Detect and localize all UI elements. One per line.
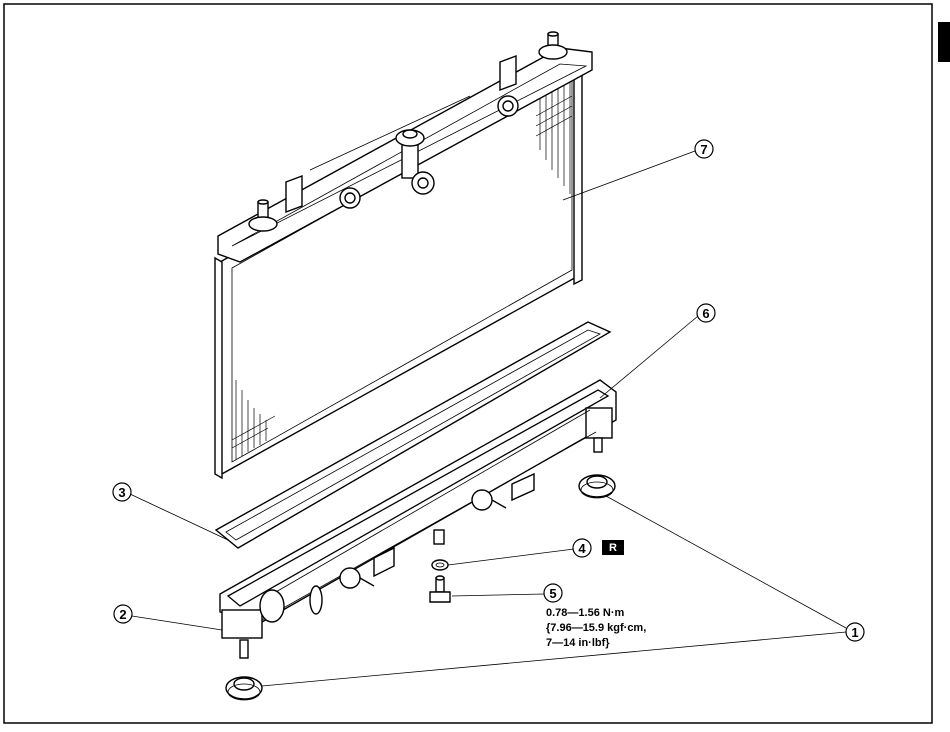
leader-lines <box>129 150 847 687</box>
callout-7: 7 <box>694 139 714 159</box>
callout-4: 4 <box>572 538 592 558</box>
replace-badge: R <box>602 540 624 555</box>
callout-3: 3 <box>112 482 132 502</box>
rubber-mount-left <box>225 676 263 701</box>
torque-spec-line2: {7.96—15.9 kgf·cm, <box>546 622 646 634</box>
callout-2: 2 <box>113 604 133 624</box>
diagram-border <box>3 3 933 724</box>
torque-spec-line3: 7—14 in·lbf} <box>546 637 610 649</box>
radiator-core <box>214 58 583 480</box>
callout-6-label: 6 <box>702 306 709 321</box>
gasket <box>214 321 612 549</box>
section-tab-marker <box>938 22 950 62</box>
upper-tank <box>217 31 593 263</box>
torque-spec-line1: 0.78—1.56 N·m <box>546 607 624 619</box>
core-fins-right <box>535 80 573 194</box>
callout-1-label: 1 <box>851 625 858 640</box>
callout-5-label: 5 <box>549 586 556 601</box>
callout-6: 6 <box>696 303 716 323</box>
callout-7-label: 7 <box>700 142 707 157</box>
lower-tank <box>219 379 617 659</box>
callout-5: 5 <box>543 583 563 603</box>
rubber-mount-right <box>578 474 616 499</box>
core-fins-left <box>231 380 276 460</box>
torque-spec: 0.78—1.56 N·m {7.96—15.9 kgf·cm, 7—14 in… <box>546 607 646 649</box>
drain-plug <box>429 575 451 603</box>
callout-1: 1 <box>845 622 865 642</box>
replace-badge-label: R <box>609 542 617 554</box>
callout-2-label: 2 <box>119 607 126 622</box>
callout-3-label: 3 <box>118 485 125 500</box>
callout-4-label: 4 <box>578 541 586 556</box>
o-ring <box>431 559 449 571</box>
